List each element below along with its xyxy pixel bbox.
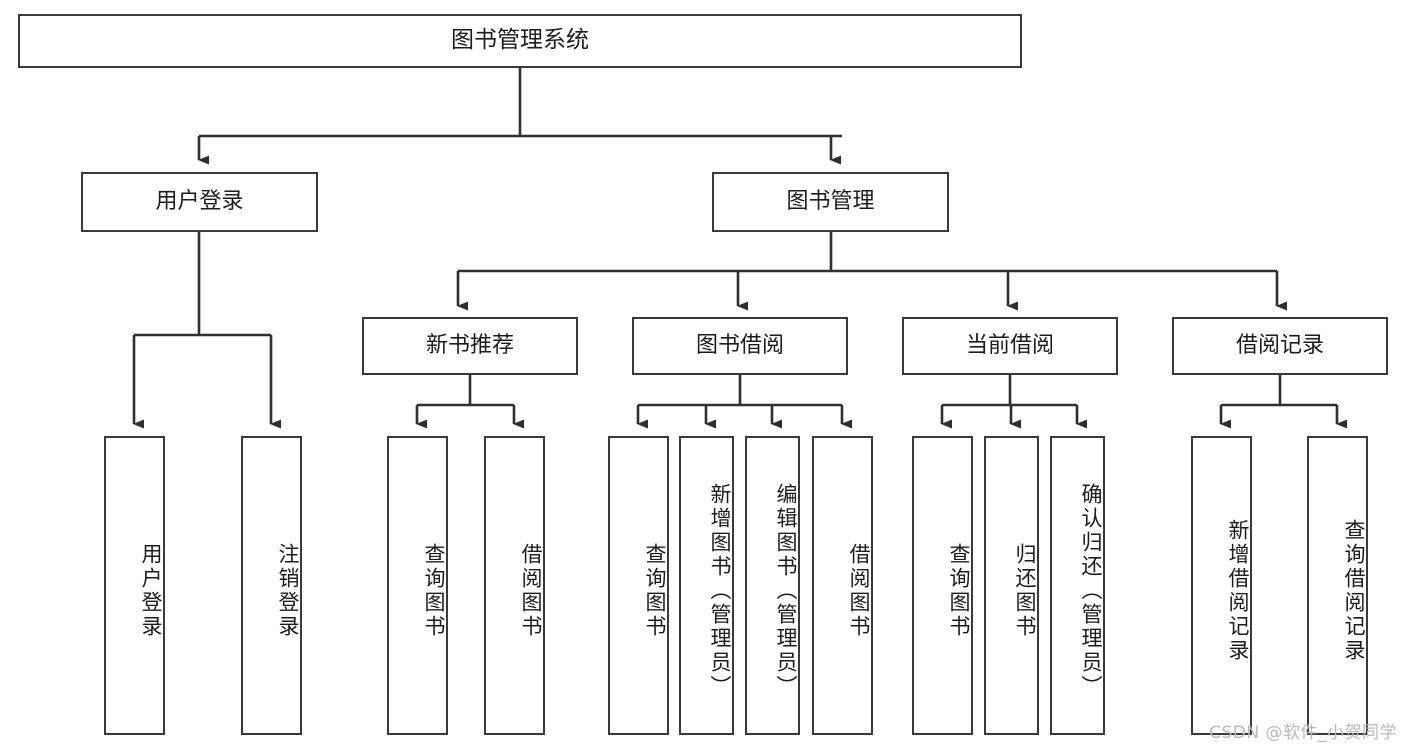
node-leaf-1[interactable]: 用户登录 xyxy=(104,436,165,735)
node-level3-2[interactable]: 图书借阅 xyxy=(632,317,848,375)
node-level3-3[interactable]: 当前借阅 xyxy=(902,317,1118,375)
node-leaf-8-label: 借阅图书 xyxy=(847,542,871,639)
node-leaf-5[interactable]: 查询图书 xyxy=(608,436,669,735)
node-level3-1[interactable]: 新书推荐 xyxy=(362,317,578,375)
node-level3-2-label: 图书借阅 xyxy=(695,333,784,359)
node-leaf-1-label: 用户登录 xyxy=(139,542,163,639)
node-leaf-3-label: 查询图书 xyxy=(422,542,446,639)
node-leaf-13-label: 查询借阅记录 xyxy=(1342,518,1366,663)
node-root-label: 图书管理系统 xyxy=(451,27,589,54)
node-level3-4-label: 借阅记录 xyxy=(1235,333,1324,359)
node-root-system[interactable]: 图书管理系统 xyxy=(18,14,1022,68)
node-level3-1-label: 新书推荐 xyxy=(425,333,514,359)
node-level2-2-label: 图书管理 xyxy=(786,189,875,215)
node-leaf-11[interactable]: 确认归还（管理员） xyxy=(1050,436,1105,735)
node-leaf-8[interactable]: 借阅图书 xyxy=(812,436,873,735)
node-level3-3-label: 当前借阅 xyxy=(965,333,1054,359)
node-level2-1-label: 用户登录 xyxy=(155,189,244,215)
node-leaf-4-label: 借阅图书 xyxy=(519,542,543,639)
node-leaf-11-label: 确认归还（管理员） xyxy=(1079,482,1103,699)
node-leaf-4[interactable]: 借阅图书 xyxy=(484,436,545,735)
node-leaf-9[interactable]: 查询图书 xyxy=(912,436,973,735)
node-leaf-2-label: 注销登录 xyxy=(276,542,300,639)
node-leaf-12[interactable]: 新增借阅记录 xyxy=(1191,436,1252,735)
node-leaf-10[interactable]: 归还图书 xyxy=(984,436,1039,735)
node-leaf-13[interactable]: 查询借阅记录 xyxy=(1307,436,1368,735)
node-level2-2[interactable]: 图书管理 xyxy=(712,172,949,232)
node-leaf-3[interactable]: 查询图书 xyxy=(387,436,448,735)
node-leaf-7-label: 编辑图书（管理员） xyxy=(774,482,798,699)
node-leaf-9-label: 查询图书 xyxy=(947,542,971,639)
node-level2-1[interactable]: 用户登录 xyxy=(81,172,318,232)
node-level3-4[interactable]: 借阅记录 xyxy=(1172,317,1388,375)
node-leaf-12-label: 新增借阅记录 xyxy=(1226,518,1250,663)
node-leaf-7[interactable]: 编辑图书（管理员） xyxy=(745,436,800,735)
node-leaf-5-label: 查询图书 xyxy=(643,542,667,639)
node-leaf-10-label: 归还图书 xyxy=(1013,542,1037,639)
node-leaf-2[interactable]: 注销登录 xyxy=(241,436,302,735)
csdn-watermark: CSDN @软件_小贺同学 xyxy=(1209,723,1397,743)
node-leaf-6-label: 新增图书（管理员） xyxy=(708,482,732,699)
node-leaf-6[interactable]: 新增图书（管理员） xyxy=(679,436,734,735)
